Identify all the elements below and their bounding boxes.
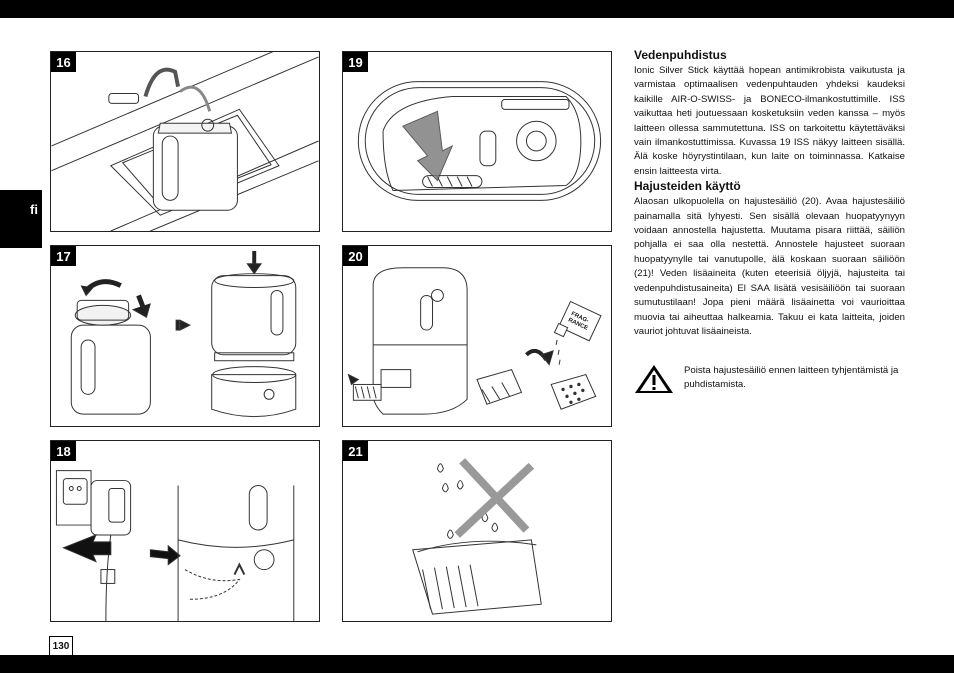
figure-number: 19 [343,52,368,72]
figure-number: 20 [343,246,368,266]
page-number: 130 [49,636,73,655]
language-tab: fi [0,190,42,248]
ionic-silver-stick-illustration [357,81,602,201]
prohibited-cross-icon [454,458,535,538]
figure-number: 21 [343,441,368,461]
figure-18: 18 [50,440,320,622]
figure-number: 16 [51,52,76,72]
fragrance-container-illustration: FRAG- RANCE [347,267,602,415]
figure-16: 16 [50,51,320,232]
figure-20: 20 FRAG- RANCE [342,245,612,427]
figure-19: 19 [342,51,612,232]
figure-17: 17 [50,245,320,427]
do-not-pour-illustration [412,458,542,615]
figure-21: 21 [342,440,612,622]
bottom-bar [0,655,954,673]
figure-number: 17 [51,246,76,266]
warning-note: Poista hajustesäiliö ennen laitteen tyhj… [634,364,905,393]
section-body: Ionic Silver Stick käyttää hopean antimi… [634,65,905,177]
section-heading: Vedenpuhdistus [634,48,727,62]
sink-illustration [51,52,319,231]
tank-assembly-illustration [70,250,297,418]
warning-triangle-icon [635,365,673,393]
section-body: Alaosan ulkopuolella on hajustesäiliö (2… [634,196,905,337]
top-bar [0,0,954,18]
text-column: Vedenpuhdistus Ionic Silver Stick käyttä… [634,48,905,339]
section-heading: Hajusteiden käyttö [634,179,741,194]
figure-number: 18 [51,441,76,461]
warning-text: Poista hajustesäiliö ennen laitteen tyhj… [684,365,899,390]
power-adapter-illustration [55,470,295,621]
